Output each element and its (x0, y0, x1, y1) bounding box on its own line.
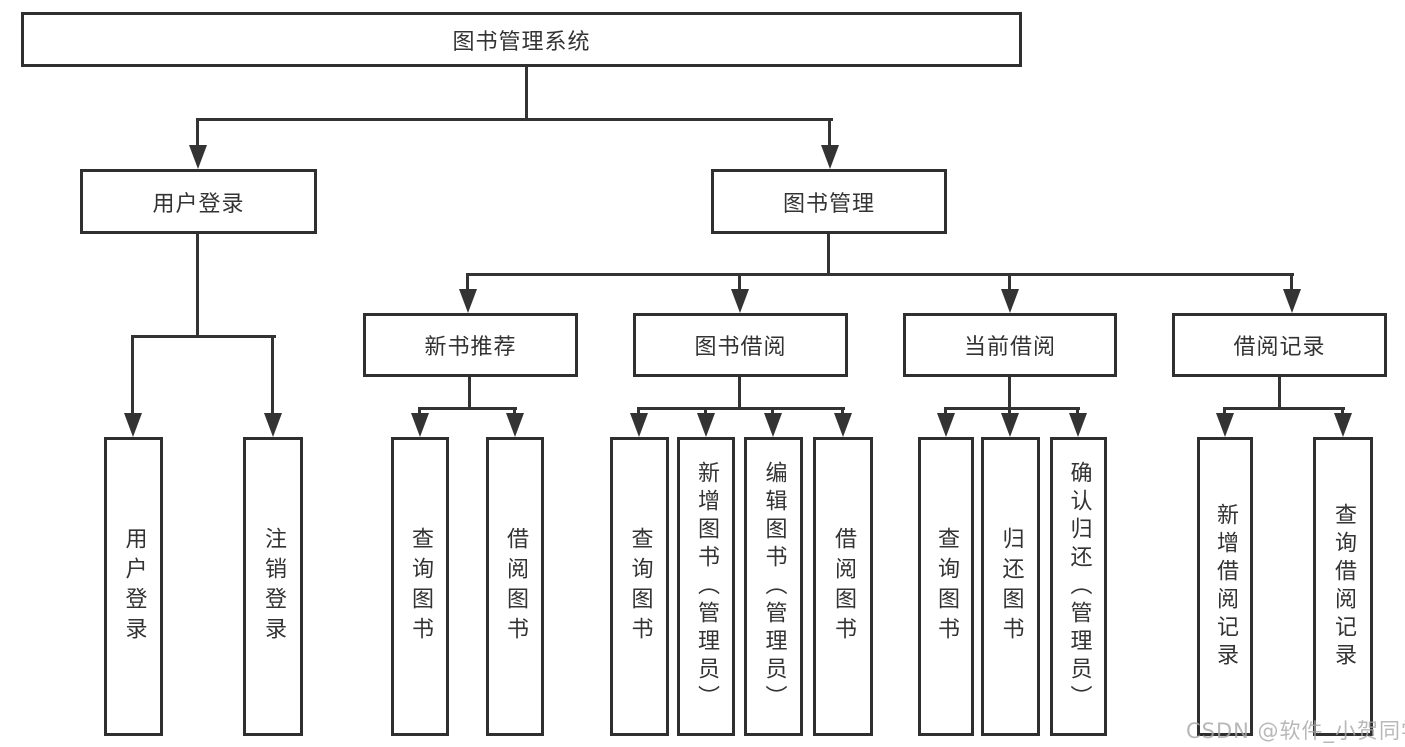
arrowhead-down-icon (1216, 413, 1234, 437)
connector-vline (418, 407, 421, 417)
arrowhead-down-icon (697, 413, 715, 437)
connector-hline (466, 273, 1294, 276)
arrowhead-down-icon (124, 413, 142, 437)
leaf-query-book-recommend: 查询图书 (391, 437, 449, 736)
arrowhead-down-icon (1001, 289, 1019, 313)
node-label: 编辑图书（管理员） (761, 460, 787, 713)
node-label: 归还图书 (998, 526, 1024, 647)
connector-hline (944, 407, 1080, 410)
connector-vline (1341, 407, 1344, 417)
leaf-query-book-current: 查询图书 (918, 437, 974, 736)
connector-hline (418, 407, 517, 410)
arrowhead-down-icon (1001, 413, 1019, 437)
connector-vline (1278, 377, 1281, 410)
connector-vline (738, 273, 741, 291)
leaf-logout: 注销登录 (243, 437, 303, 736)
leaf-borrow-book: 借阅图书 (813, 437, 873, 736)
connector-vline (944, 407, 947, 417)
connector-vline (828, 118, 831, 146)
node-library-system: 图书管理系统 (21, 12, 1022, 67)
connector-hline (131, 335, 276, 338)
node-book-management: 图书管理 (711, 169, 947, 234)
connector-vline (1290, 273, 1293, 291)
arrowhead-down-icon (1069, 413, 1087, 437)
connector-vline (1008, 407, 1011, 417)
arrowhead-down-icon (264, 413, 282, 437)
node-new-book-recommend: 新书推荐 (363, 313, 578, 377)
leaf-query-book-borrow: 查询图书 (610, 437, 669, 736)
node-label: 用户登录 (121, 526, 147, 647)
connector-hline (637, 407, 845, 410)
connector-vline (1076, 407, 1079, 417)
node-label: 当前借阅 (963, 335, 1056, 360)
node-book-borrowing: 图书借阅 (633, 313, 848, 377)
node-current-borrowing: 当前借阅 (903, 313, 1117, 377)
node-label: 新增图书（管理员） (694, 460, 719, 713)
arrowhead-down-icon (821, 145, 839, 169)
connector-vline (1008, 273, 1011, 291)
arrowhead-down-icon (1334, 413, 1352, 437)
leaf-user-login: 用户登录 (104, 437, 163, 736)
node-label: 确认归还（管理员） (1066, 460, 1092, 713)
arrowhead-down-icon (937, 413, 955, 437)
node-label: 用户登录 (152, 191, 245, 217)
node-label: 查询借阅记录 (1331, 502, 1356, 671)
node-label: 注销登录 (261, 526, 286, 647)
connector-vline (1223, 407, 1226, 417)
node-label: 查询图书 (934, 526, 959, 647)
leaf-confirm-return-admin: 确认归还（管理员） (1050, 437, 1107, 736)
leaf-add-borrow-record: 新增借阅记录 (1197, 437, 1253, 736)
connector-vline (1008, 377, 1011, 410)
node-user-login: 用户登录 (80, 169, 317, 234)
arrowhead-down-icon (459, 289, 477, 313)
leaf-add-book-admin: 新增图书（管理员） (677, 437, 735, 736)
node-label: 新增借阅记录 (1213, 502, 1238, 671)
leaf-query-borrow-record: 查询借阅记录 (1313, 437, 1373, 736)
connector-hline (1223, 407, 1345, 410)
node-label: 借阅图书 (503, 526, 528, 647)
node-label: 图书管理系统 (452, 29, 591, 55)
arrowhead-down-icon (189, 145, 207, 169)
arrowhead-down-icon (834, 413, 852, 437)
connector-vline (196, 234, 199, 335)
connector-vline (468, 377, 471, 410)
arrowhead-down-icon (630, 413, 648, 437)
connector-hline (196, 118, 833, 121)
connector-vline (738, 377, 741, 410)
node-label: 图书管理 (782, 191, 875, 217)
connector-vline (525, 67, 528, 118)
connector-vline (771, 407, 774, 417)
node-label: 查询图书 (408, 526, 433, 647)
connector-vline (841, 407, 844, 417)
node-borrowing-records: 借阅记录 (1172, 313, 1387, 377)
leaf-edit-book-admin: 编辑图书（管理员） (744, 437, 803, 736)
connector-vline (271, 335, 274, 415)
connector-vline (827, 234, 830, 276)
connector-vline (131, 335, 134, 415)
node-label: 新书推荐 (424, 335, 517, 360)
node-label: 借阅记录 (1233, 335, 1326, 360)
leaf-borrow-book-recommend: 借阅图书 (486, 437, 544, 736)
connector-vline (466, 273, 469, 291)
arrowhead-down-icon (506, 413, 524, 437)
connector-vline (704, 407, 707, 417)
arrowhead-down-icon (764, 413, 782, 437)
connector-vline (637, 407, 640, 417)
node-label: 图书借阅 (694, 335, 787, 360)
arrowhead-down-icon (731, 289, 749, 313)
connector-vline (196, 118, 199, 146)
arrowhead-down-icon (1283, 289, 1301, 313)
csdn-watermark: CSDN @软件_小贺同学 (1186, 719, 1405, 743)
node-label: 借阅图书 (831, 526, 856, 647)
leaf-return-book: 归还图书 (981, 437, 1040, 736)
connector-vline (513, 407, 516, 417)
node-label: 查询图书 (627, 526, 653, 647)
arrowhead-down-icon (411, 413, 429, 437)
